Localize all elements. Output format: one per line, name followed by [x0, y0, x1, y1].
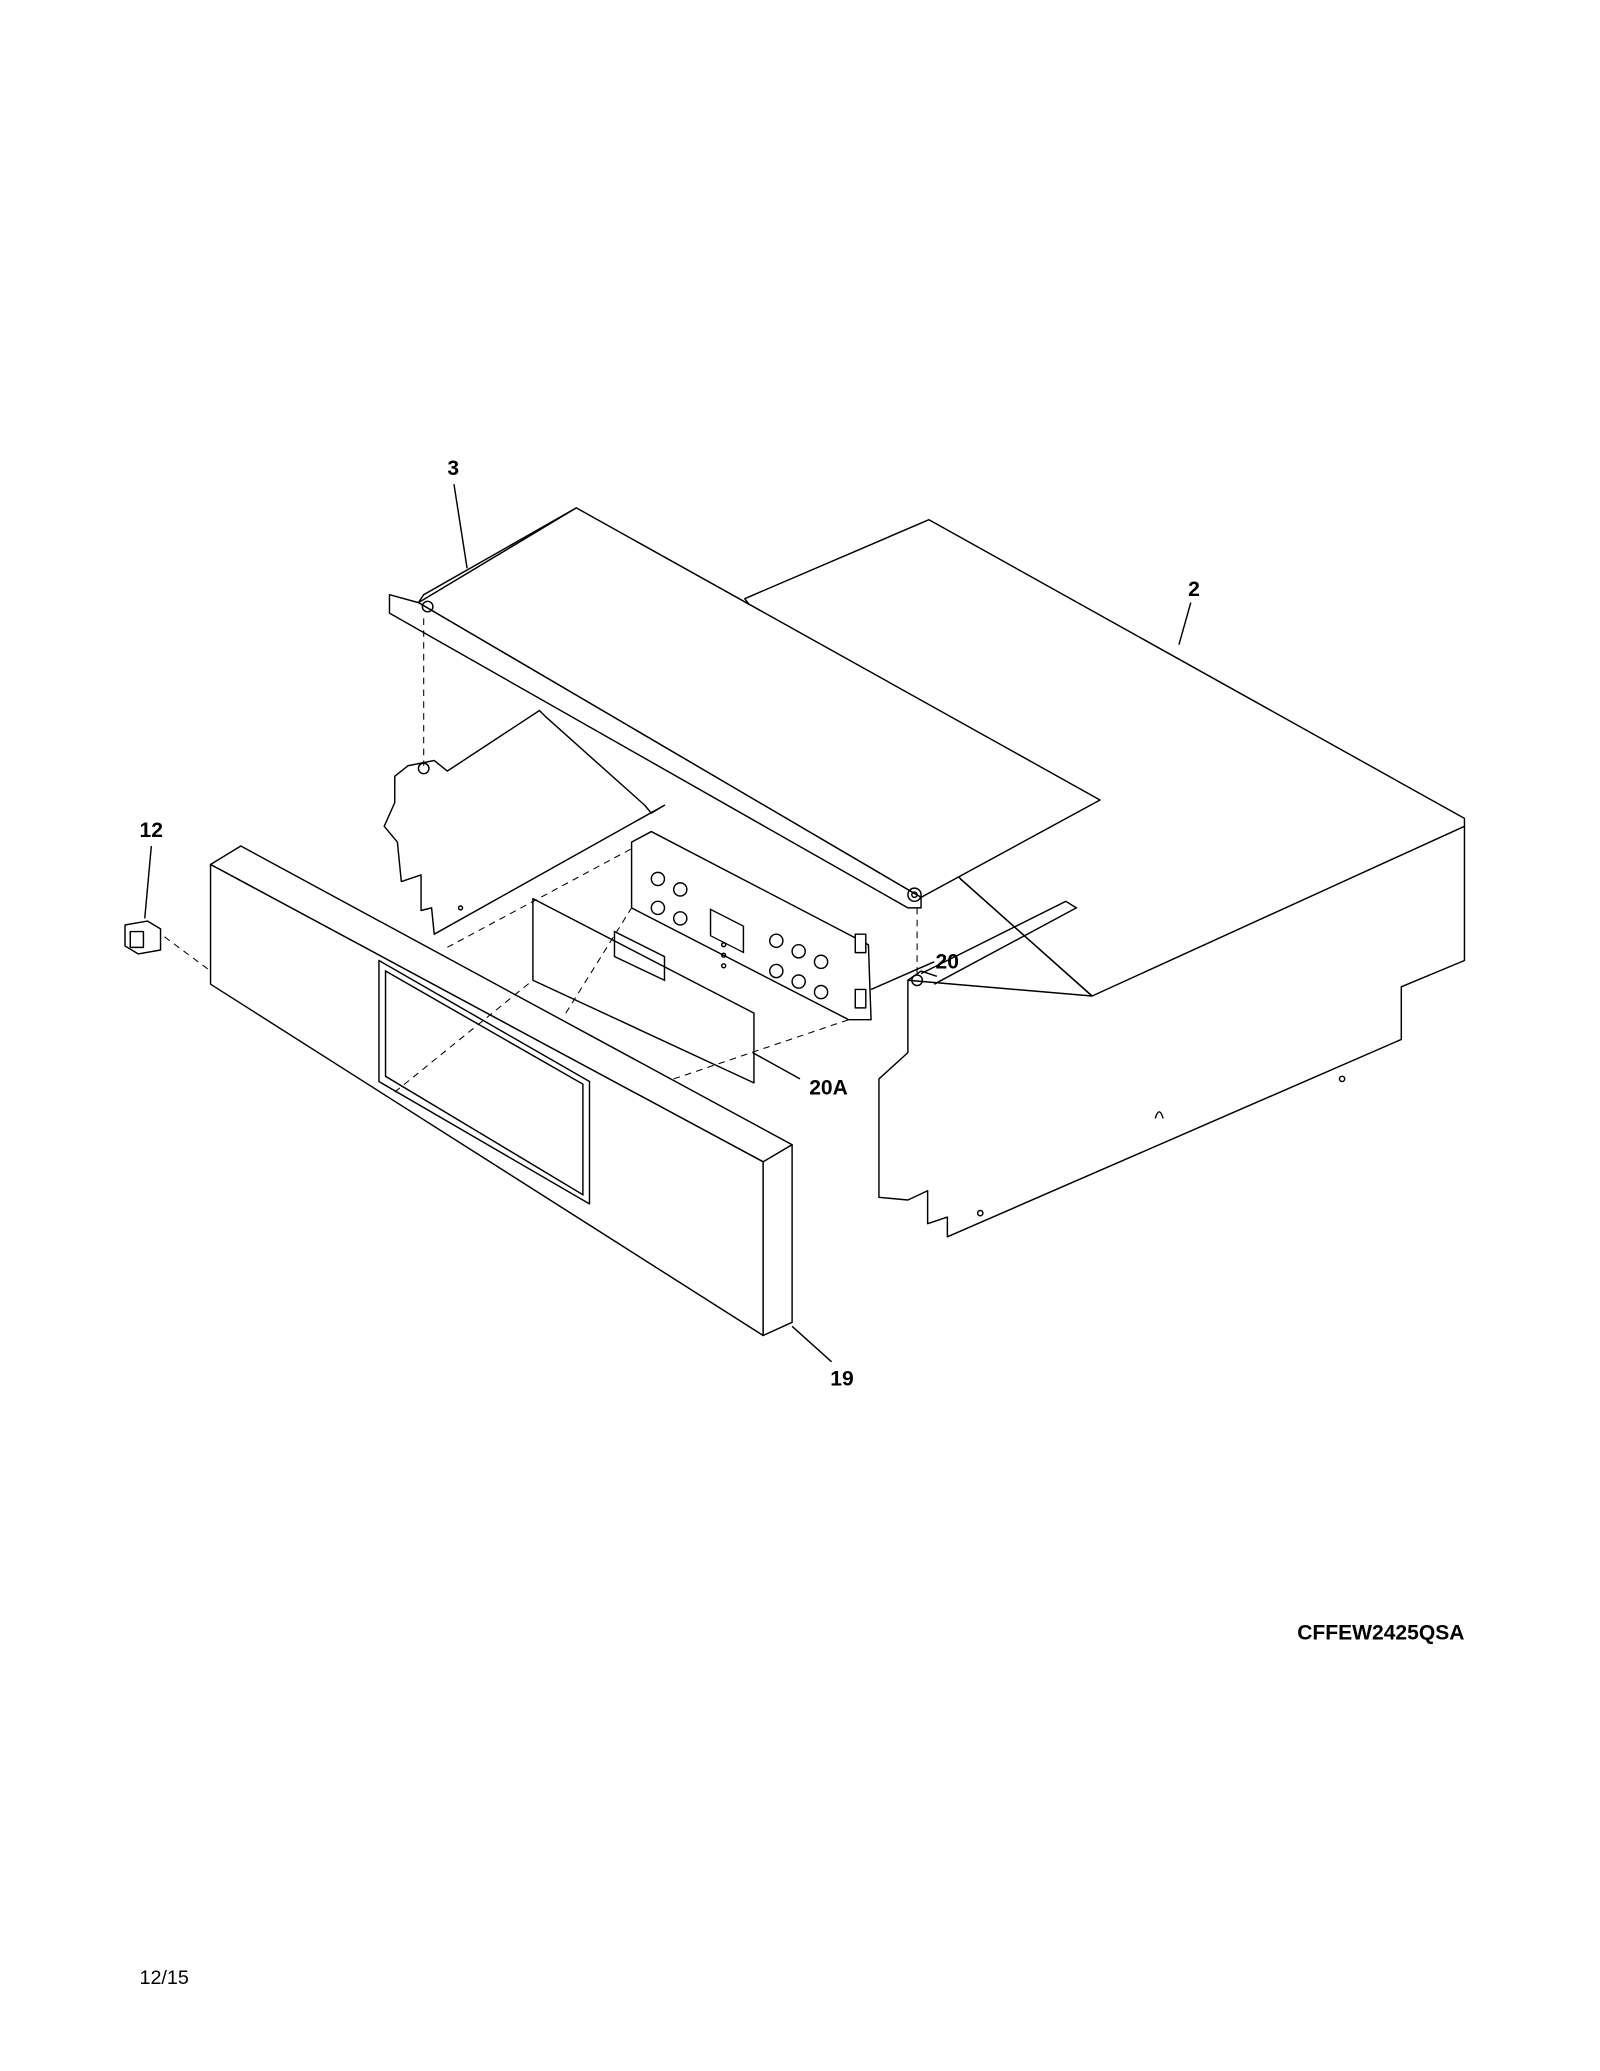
control-housing	[744, 518, 1466, 1238]
callout-20: 20	[936, 950, 959, 973]
control-panel	[209, 845, 793, 1337]
keypad-buttons	[650, 871, 829, 1000]
control-overlay	[532, 897, 755, 1084]
switch-part	[124, 920, 162, 955]
date-code: 12/15	[139, 1967, 188, 1989]
model-number: CFFEW2425QSA	[1297, 1621, 1464, 1644]
callout-12: 12	[139, 819, 162, 842]
callout-19: 19	[830, 1367, 853, 1390]
callout-3: 3	[447, 457, 459, 480]
alignment-lines	[164, 618, 918, 1093]
callout-2: 2	[1188, 578, 1200, 601]
leader-lines	[144, 484, 1192, 1363]
callout-20a: 20A	[809, 1077, 848, 1100]
electronic-control-board	[630, 830, 872, 1021]
top-cover	[388, 507, 1101, 909]
